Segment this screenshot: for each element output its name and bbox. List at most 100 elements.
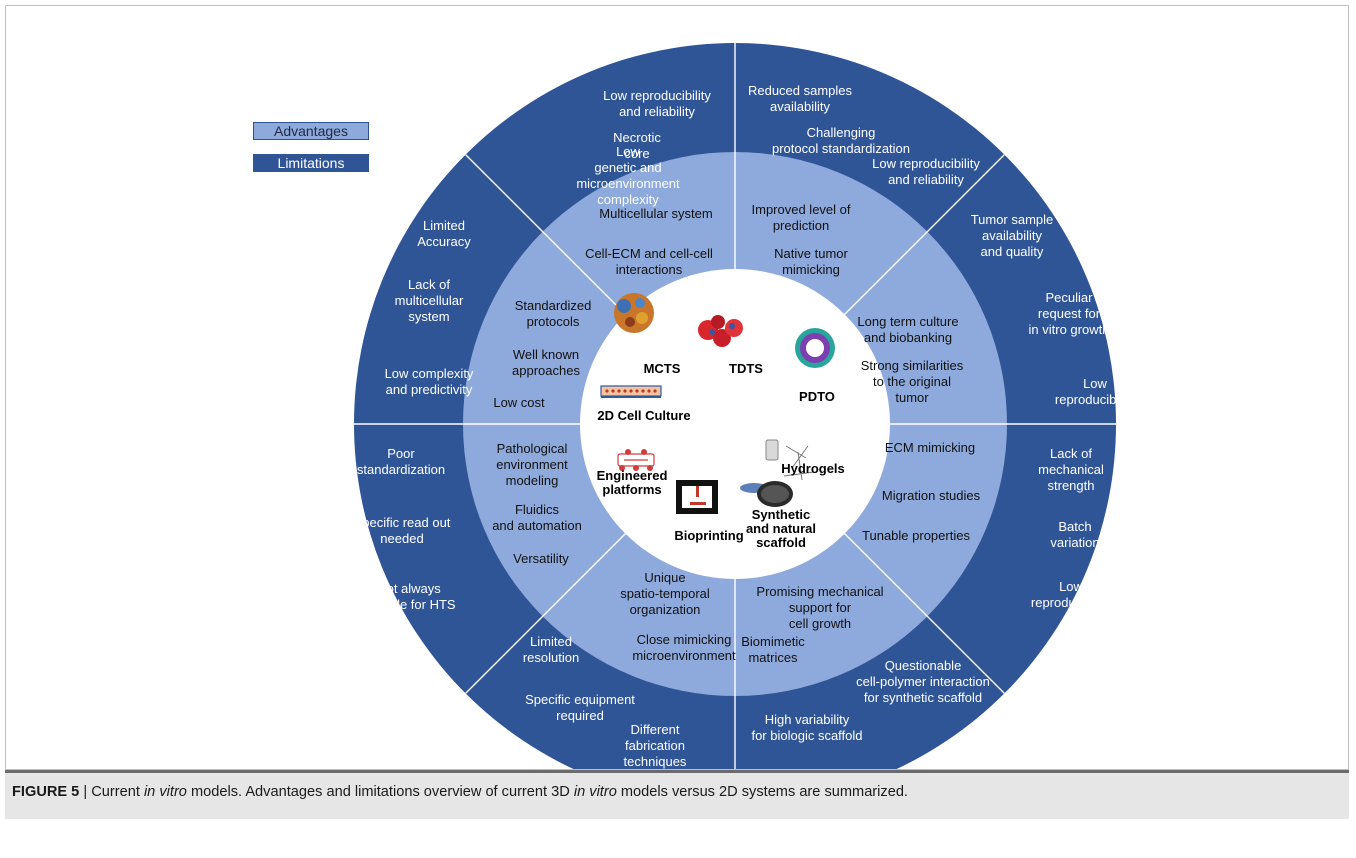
advantage-label-line: Standardized xyxy=(515,298,592,313)
limitation-label-line: genetic and xyxy=(594,160,661,175)
legend-limitations: Limitations xyxy=(253,154,369,172)
model-label-hydrogels-line: Hydrogels xyxy=(781,461,845,476)
advantage-label-line: Multicellular system xyxy=(599,206,712,221)
caption-italic-1: in vitro xyxy=(143,784,187,800)
advantage-label: Versatility xyxy=(513,551,569,566)
advantage-label-line: Tunable properties xyxy=(862,528,970,543)
sector-divider xyxy=(844,533,1005,694)
advantage-label-line: Improved level of xyxy=(752,202,851,217)
bioprinter-icon xyxy=(676,480,718,514)
advantage-label-line: Close mimicking xyxy=(637,632,732,647)
limitation-label-line: Specific read out xyxy=(354,515,451,530)
limitation-label-line: Batch xyxy=(1058,519,1091,534)
advantage-label-line: Pathological xyxy=(497,441,568,456)
caption-text-3: models versus 2D systems are summarized. xyxy=(616,784,908,800)
microfluidic-chip-icon xyxy=(617,449,655,471)
model-label-hydrogels: Hydrogels xyxy=(781,461,845,476)
advantage-label-line: Low cost xyxy=(493,395,545,410)
limitation-label-line: complexity xyxy=(597,192,659,207)
scaffold-icon xyxy=(757,481,793,507)
model-label-mcts-line: MCTS xyxy=(644,361,681,376)
advantage-label-line: approaches xyxy=(512,363,580,378)
model-label-2d-line: 2D Cell Culture xyxy=(597,408,690,423)
limitation-label-line: for biologic scaffold xyxy=(751,728,862,743)
model-label-engineered-line: Engineered xyxy=(597,468,668,483)
advantage-label-line: Well known xyxy=(513,347,579,362)
advantage-label-line: Promising mechanical xyxy=(756,584,883,599)
model-label-bioprinting-line: Bioprinting xyxy=(674,528,743,543)
limitation-label-line: Low xyxy=(1083,376,1107,391)
limitation-label-line: Lack of xyxy=(1050,446,1092,461)
limitation-label-line: Not always xyxy=(377,581,441,596)
limitation-label-line: standardization xyxy=(357,462,445,477)
limitation-label-line: Low xyxy=(616,144,640,159)
limitation-label-line: Low xyxy=(1059,579,1083,594)
limitation-label-line: reproducibility xyxy=(1031,595,1112,610)
advantage-label-line: support for xyxy=(789,600,852,615)
advantage-label-line: protocols xyxy=(527,314,580,329)
limitation-label-line: resolution xyxy=(523,650,579,665)
limitation-label-line: and predictivity xyxy=(386,382,473,397)
model-label-2d: 2D Cell Culture xyxy=(597,408,690,423)
spheroid-icon xyxy=(614,293,654,333)
caption-italic-2: in vitro xyxy=(573,784,617,800)
limitation-label-line: techniques xyxy=(624,754,687,769)
advantage-label-line: organization xyxy=(630,602,701,617)
advantage-label-line: tumor xyxy=(895,390,929,405)
sector-dividers xyxy=(354,43,1116,769)
limitation-label-line: strength xyxy=(1048,478,1095,493)
limitation-label-line: variation xyxy=(1050,535,1099,550)
limitation-label-line: Poor xyxy=(387,446,415,461)
limitation-label-line: Challenging xyxy=(807,125,876,140)
advantage-label-line: modeling xyxy=(506,473,559,488)
advantage-label-line: and automation xyxy=(492,518,582,533)
limitation-label-line: and reliability xyxy=(888,172,964,187)
limitation-label-line: and reliability xyxy=(619,104,695,119)
limitation-label-line: needed xyxy=(380,531,423,546)
advantage-label-line: environment xyxy=(496,457,568,472)
advantage-label-line: Versatility xyxy=(513,551,569,566)
limitation-label-line: Tumor sample xyxy=(971,212,1054,227)
limitation-label-line: in vitro growth xyxy=(1029,322,1110,337)
cell-dish-icon xyxy=(600,385,662,398)
limitation-label-line: cell-polymer interaction xyxy=(856,674,990,689)
tumor-spheroid-icon xyxy=(698,315,743,347)
advantage-label: Multicellular system xyxy=(599,206,712,221)
model-label-tdts-line: TDTS xyxy=(729,361,763,376)
advantage-label-line: prediction xyxy=(773,218,829,233)
model-icons xyxy=(600,293,835,514)
limitation-label-line: protocol standardization xyxy=(772,141,910,156)
limitation-label-line: Specific equipment xyxy=(525,692,635,707)
advantage-label-line: Strong similarities xyxy=(861,358,964,373)
advantage-label: ECM mimicking xyxy=(885,440,975,455)
model-label-scaffold-line: Synthetic xyxy=(752,507,811,522)
model-label-tdts: TDTS xyxy=(729,361,763,376)
limitation-label-line: fabrication xyxy=(625,738,685,753)
advantage-label-line: matrices xyxy=(748,650,798,665)
caption-text-1: | Current xyxy=(79,784,144,800)
limitation-label-line: suitable for HTS xyxy=(362,597,456,612)
limitation-label-line: availability xyxy=(982,228,1042,243)
limitation-label-line: mechanical xyxy=(1038,462,1104,477)
caption-figure-number: FIGURE 5 xyxy=(12,784,80,800)
